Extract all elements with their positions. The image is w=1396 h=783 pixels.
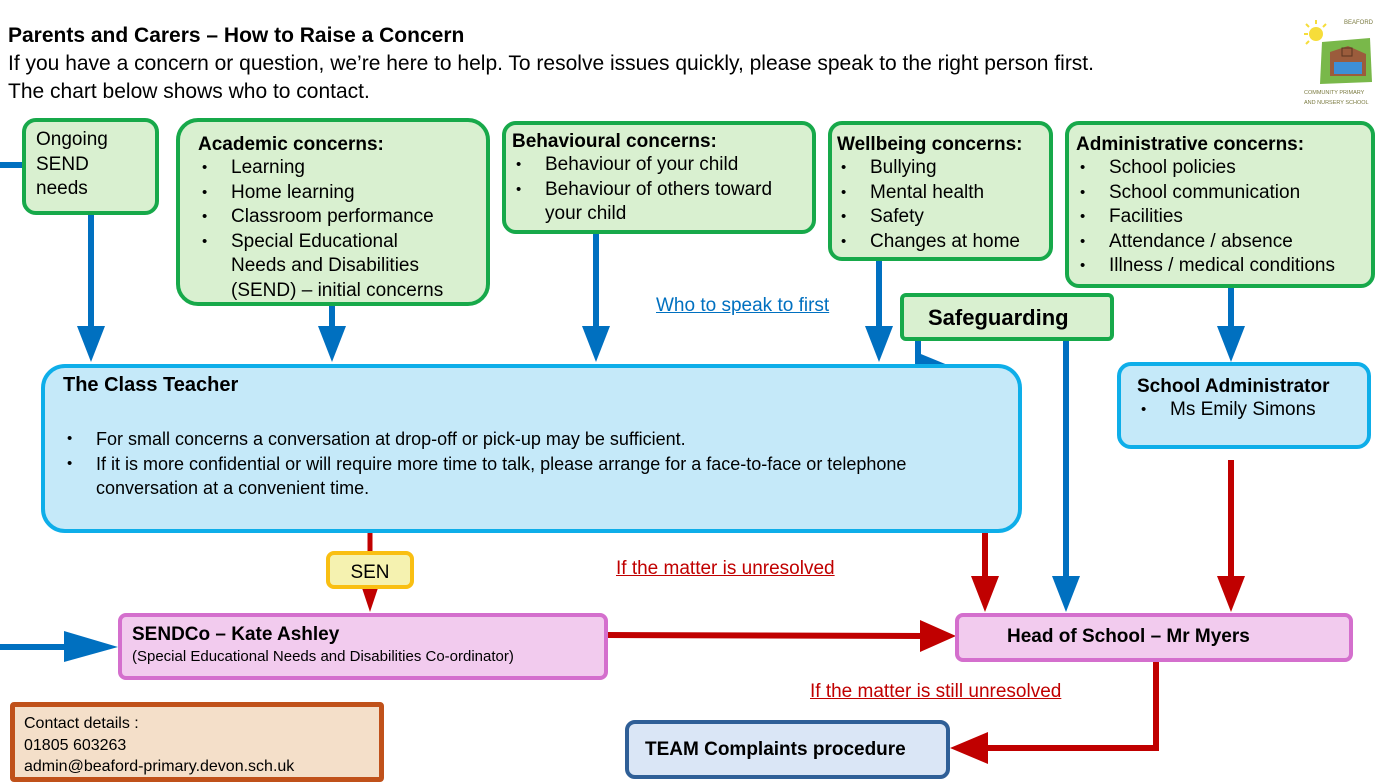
arrowhead-down [1217, 326, 1245, 362]
arrowhead-right [920, 620, 956, 652]
class-teacher-box: The Class Teacher For small concerns a c… [41, 364, 1022, 533]
administrative-item: Illness / medical conditions [1076, 254, 1371, 279]
class-teacher-item: For small concerns a conversation at dro… [63, 427, 1018, 452]
svg-text:AND NURSERY SCHOOL: AND NURSERY SCHOOL [1304, 100, 1369, 106]
arrowhead-down [582, 326, 610, 362]
behavioural-item: Behaviour of your child [512, 153, 812, 178]
connector-line [606, 632, 926, 639]
head-of-school-title: Head of School – Mr Myers [1007, 626, 1250, 647]
contact-details-box: Contact details : 01805 603263 admin@bea… [10, 702, 384, 782]
ongoing-send-line: needs [36, 178, 88, 199]
sendco-title: SENDCo – Kate Ashley [132, 624, 340, 645]
safeguarding-title: Safeguarding [928, 305, 1069, 330]
arrowhead-right [64, 631, 118, 662]
school-administrator-item: Ms Emily Simons [1137, 398, 1367, 423]
wellbeing-concerns-title: Wellbeing concerns: [837, 134, 1023, 155]
ongoing-send-line: SEND [36, 153, 89, 175]
behavioural-item: Behaviour of others toward your child [512, 178, 795, 227]
sendco-subtitle: (Special Educational Needs and Disabilit… [132, 648, 514, 665]
sendco-box: SENDCo – Kate Ashley (Special Educationa… [118, 613, 608, 680]
contact-heading: Contact details : [24, 715, 139, 732]
administrative-item: School communication [1076, 181, 1371, 206]
academic-item: Home learning [198, 181, 486, 206]
page-title: Parents and Carers – How to Raise a Conc… [8, 24, 465, 47]
contact-email[interactable]: admin@beaford-primary.devon.sch.uk [24, 758, 295, 775]
academic-item: Special Educational Needs and Disabiliti… [198, 230, 451, 304]
school-logo-image: BEAFORD COMMUNITY PRIMARY AND NURSERY SC… [1304, 20, 1374, 106]
arrowhead-down [362, 588, 378, 612]
head-of-school-box: Head of School – Mr Myers [955, 613, 1353, 662]
behavioural-concerns-box: Behavioural concerns: Behaviour of your … [502, 121, 816, 234]
arrowhead-down [971, 576, 999, 612]
arrowhead-down [318, 326, 346, 362]
arrowhead-left [950, 732, 988, 764]
school-administrator-title: School Administrator [1137, 376, 1330, 397]
intro-line-2: The chart below shows who to contact. [8, 80, 370, 103]
svg-text:COMMUNITY PRIMARY: COMMUNITY PRIMARY [1304, 90, 1365, 96]
class-teacher-item: If it is more confidential or will requi… [63, 452, 946, 501]
intro-line-1: If you have a concern or question, we’re… [8, 52, 1094, 75]
school-logo: BEAFORD COMMUNITY PRIMARY AND NURSERY SC… [1300, 12, 1376, 110]
arrowhead-down [1217, 576, 1245, 612]
school-administrator-box: School Administrator Ms Emily Simons [1117, 362, 1371, 449]
wellbeing-item: Changes at home [837, 230, 1049, 255]
contact-phone[interactable]: 01805 603263 [24, 736, 127, 754]
team-complaints-box: TEAM Complaints procedure [625, 720, 950, 779]
academic-concerns-title: Academic concerns: [198, 134, 384, 155]
administrative-concerns-title: Administrative concerns: [1076, 134, 1305, 155]
sen-badge: SEN [326, 551, 414, 589]
administrative-item: Facilities [1076, 205, 1371, 230]
administrative-item: School policies [1076, 156, 1371, 181]
arrowhead-down [77, 326, 105, 362]
still-unresolved-label: If the matter is still unresolved [810, 681, 1062, 702]
behavioural-concerns-title: Behavioural concerns: [512, 131, 717, 152]
ongoing-send-line: Ongoing [36, 129, 108, 150]
wellbeing-item: Mental health [837, 181, 1049, 206]
academic-item: Classroom performance [198, 205, 486, 230]
svg-text:BEAFORD: BEAFORD [1344, 20, 1374, 26]
sen-label: SEN [350, 562, 390, 583]
academic-item: Learning [198, 156, 486, 181]
class-teacher-title: The Class Teacher [63, 374, 239, 396]
academic-concerns-box: Academic concerns: Learning Home learnin… [176, 118, 490, 306]
team-complaints-title: TEAM Complaints procedure [645, 739, 906, 760]
wellbeing-item: Safety [837, 205, 1049, 230]
who-to-speak-first-label: Who to speak to first [656, 295, 830, 316]
administrative-concerns-box: Administrative concerns: School policies… [1065, 121, 1375, 288]
wellbeing-concerns-box: Wellbeing concerns: Bullying Mental heal… [828, 121, 1053, 261]
safeguarding-box: Safeguarding [900, 293, 1114, 341]
arrowhead-down [865, 326, 893, 362]
administrative-item: Attendance / absence [1076, 230, 1371, 255]
connector-line [985, 660, 1159, 751]
unresolved-label: If the matter is unresolved [616, 558, 835, 579]
arrowhead-down [1052, 576, 1080, 612]
wellbeing-item: Bullying [837, 156, 1049, 181]
ongoing-send-box: Ongoing SEND needs [22, 118, 159, 215]
